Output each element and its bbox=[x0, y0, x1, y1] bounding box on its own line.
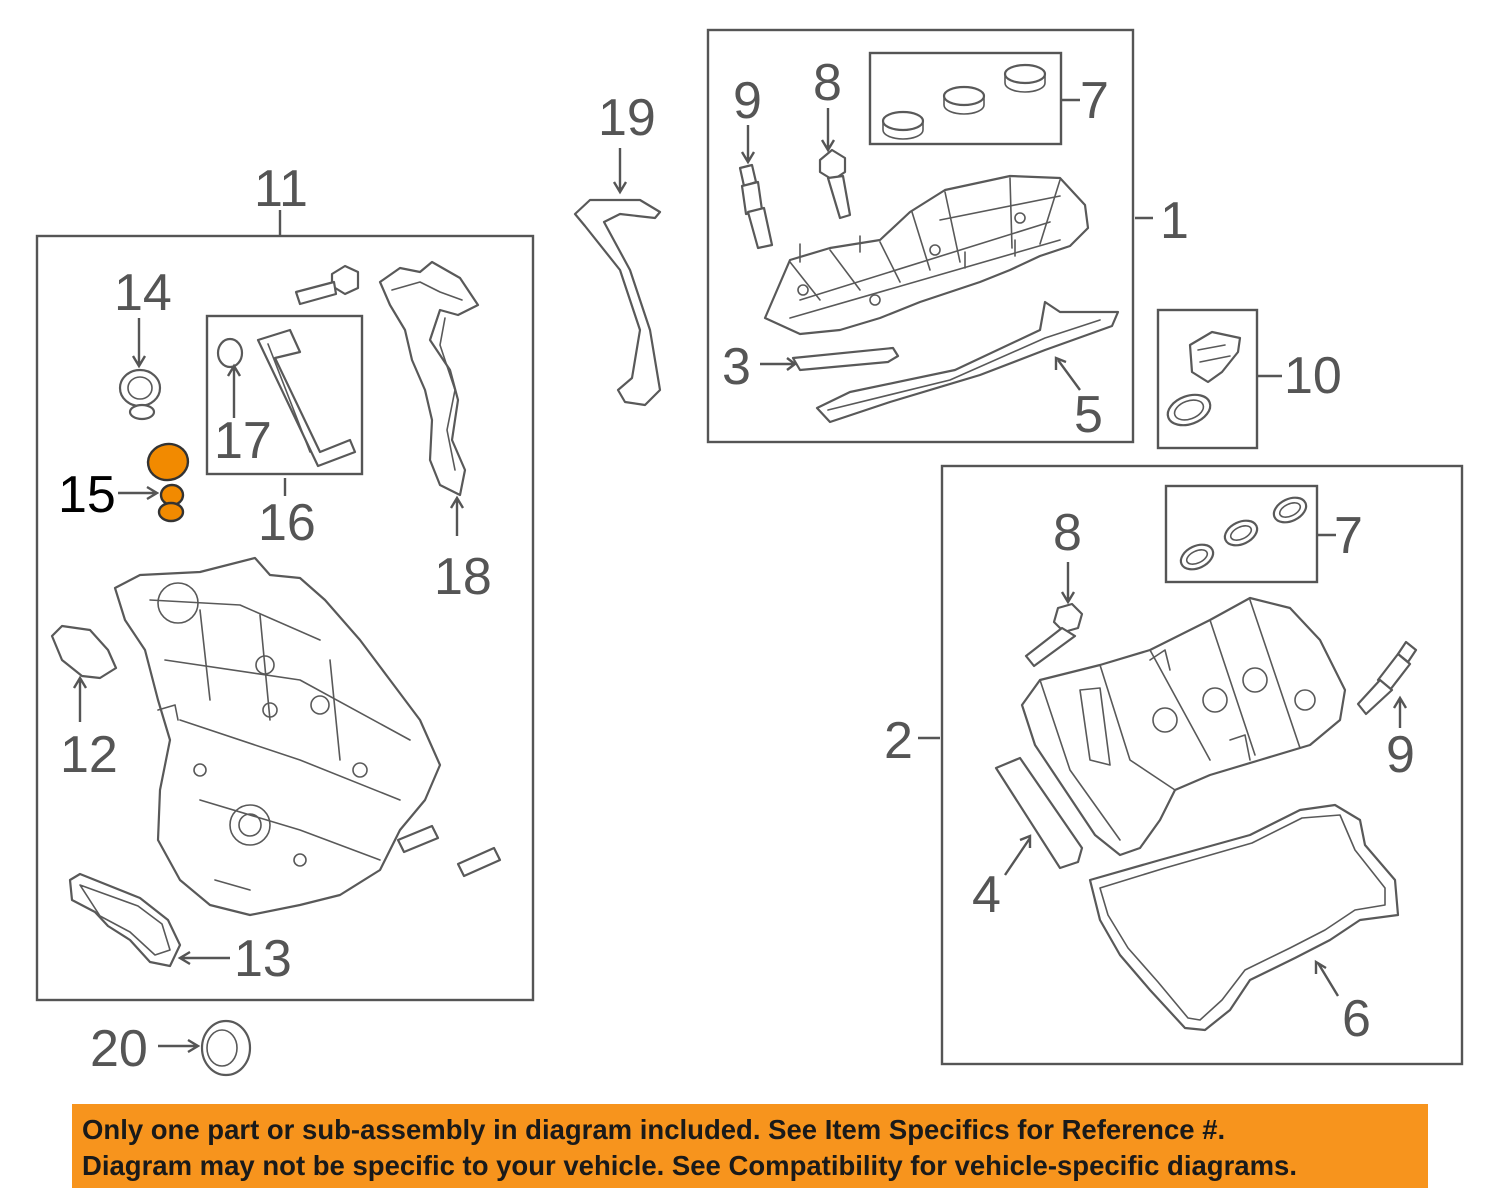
bolt-lower-part bbox=[1024, 602, 1084, 668]
callout-5: 5 bbox=[1074, 386, 1103, 444]
callout-7-top: 7 bbox=[1080, 72, 1109, 130]
callout-19: 19 bbox=[598, 89, 656, 147]
valve-cover-right-group-box bbox=[706, 28, 1135, 444]
callout-2: 2 bbox=[884, 712, 913, 770]
callout-8-lower: 8 bbox=[1053, 504, 1082, 562]
callout-9-top: 9 bbox=[733, 72, 762, 130]
highlighted-part-15 bbox=[146, 442, 190, 523]
disclaimer-banner: Only one part or sub-assembly in diagram… bbox=[72, 1104, 1428, 1188]
callout-10: 10 bbox=[1284, 347, 1342, 405]
callout-9-lower: 9 bbox=[1386, 726, 1415, 784]
callout-20: 20 bbox=[90, 1020, 148, 1078]
callout-4: 4 bbox=[972, 866, 1001, 924]
leader-lines bbox=[72, 98, 1408, 1054]
callout-1: 1 bbox=[1160, 192, 1189, 250]
valve-cover-right-part bbox=[763, 174, 1090, 336]
callout-3: 3 bbox=[722, 338, 751, 396]
gasket-left-part bbox=[994, 756, 1084, 870]
spark-plug-top-part bbox=[738, 163, 774, 250]
pipe-assembly-box bbox=[205, 314, 364, 476]
valve-cover-left-part bbox=[1020, 596, 1347, 857]
callout-13: 13 bbox=[234, 930, 292, 988]
cover-gasket-part bbox=[378, 260, 480, 497]
small-o-ring-part bbox=[216, 337, 244, 369]
valve-cover-gasket-right-part bbox=[815, 300, 1120, 424]
disclaimer-line-1: Only one part or sub-assembly in diagram… bbox=[82, 1114, 1226, 1145]
front-cover-bolt-part bbox=[294, 264, 360, 306]
callout-11: 11 bbox=[254, 160, 308, 218]
timing-cover-part bbox=[113, 556, 442, 917]
callout-14: 14 bbox=[114, 264, 172, 322]
bolt-top-part bbox=[818, 148, 852, 220]
oil-filler-cap-part bbox=[1166, 330, 1242, 427]
callout-7-lower: 7 bbox=[1334, 507, 1363, 565]
dowel-pins-part bbox=[396, 824, 502, 878]
seal-set-top-box bbox=[868, 51, 1063, 146]
front-cover-gasket-part bbox=[50, 624, 118, 680]
callout-8-top: 8 bbox=[813, 54, 842, 112]
seal-set-lower-part bbox=[1179, 496, 1308, 571]
seal-ring-part bbox=[118, 368, 162, 421]
crank-seal-part bbox=[200, 1019, 252, 1077]
disclaimer-line-2: Diagram may not be specific to your vehi… bbox=[82, 1150, 1297, 1181]
callout-6: 6 bbox=[1342, 990, 1371, 1048]
valve-cover-gasket-left-part bbox=[1088, 803, 1400, 1032]
valve-cover-left-group-box bbox=[940, 464, 1464, 1066]
callout-16: 16 bbox=[258, 494, 316, 552]
callout-17: 17 bbox=[214, 412, 272, 470]
callout-18: 18 bbox=[434, 548, 492, 606]
pipe-assembly-part bbox=[256, 328, 357, 468]
callout-12: 12 bbox=[60, 726, 118, 784]
front-cover-group-box bbox=[35, 234, 535, 1002]
drive-belt-part bbox=[68, 872, 182, 968]
seal-set-top-part bbox=[881, 63, 1047, 140]
callout-15: 15 bbox=[58, 466, 116, 524]
oil-filler-cap-box bbox=[1156, 308, 1259, 450]
vent-hose-part bbox=[573, 198, 662, 407]
gasket-small-part bbox=[791, 346, 900, 372]
spark-plug-lower-part bbox=[1356, 640, 1418, 716]
